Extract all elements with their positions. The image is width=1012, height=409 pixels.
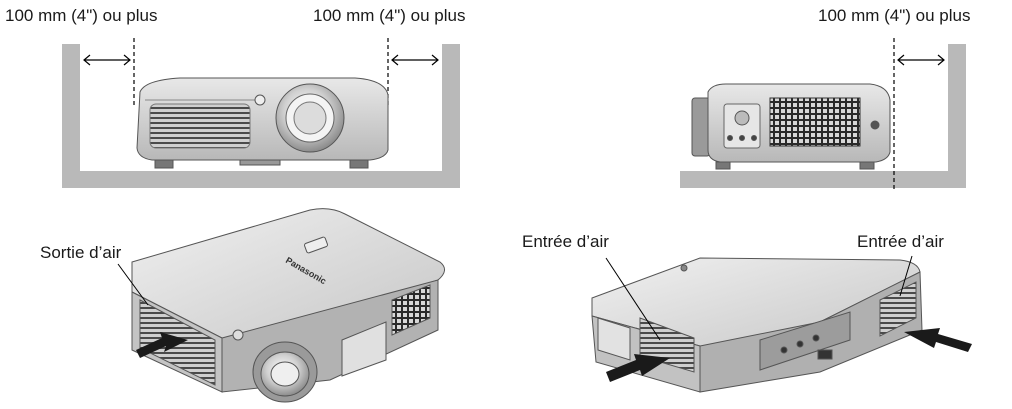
air-inlet-label-right: Entrée d’air xyxy=(857,232,944,251)
outlet-arrow xyxy=(136,332,188,358)
inlet-leader-right xyxy=(899,255,913,297)
wall-left xyxy=(62,44,460,188)
outlet-leader xyxy=(117,263,149,306)
projector-front xyxy=(136,77,389,169)
front-view-clearance xyxy=(62,38,460,188)
clearance-arrow-side xyxy=(897,54,945,66)
clearance-label-middle: 100 mm (4") ou plus xyxy=(313,6,466,25)
inlet-leader-left xyxy=(605,257,661,341)
clearance-arrow-left xyxy=(83,54,131,66)
wall-right xyxy=(680,44,966,188)
clearance-label-right: 100 mm (4") ou plus xyxy=(818,6,971,25)
air-outlet-label: Sortie d’air xyxy=(40,243,122,262)
inlet-arrow-right xyxy=(904,328,972,352)
clearance-arrow-right xyxy=(391,54,439,66)
inlet-arrow-left xyxy=(606,354,670,382)
air-inlet-label-left: Entrée d’air xyxy=(522,232,609,251)
projector-side xyxy=(691,83,891,170)
side-view-clearance xyxy=(680,38,966,190)
clearance-label-left: 100 mm (4") ou plus xyxy=(5,6,158,25)
projector-perspective-outlet xyxy=(131,208,445,403)
